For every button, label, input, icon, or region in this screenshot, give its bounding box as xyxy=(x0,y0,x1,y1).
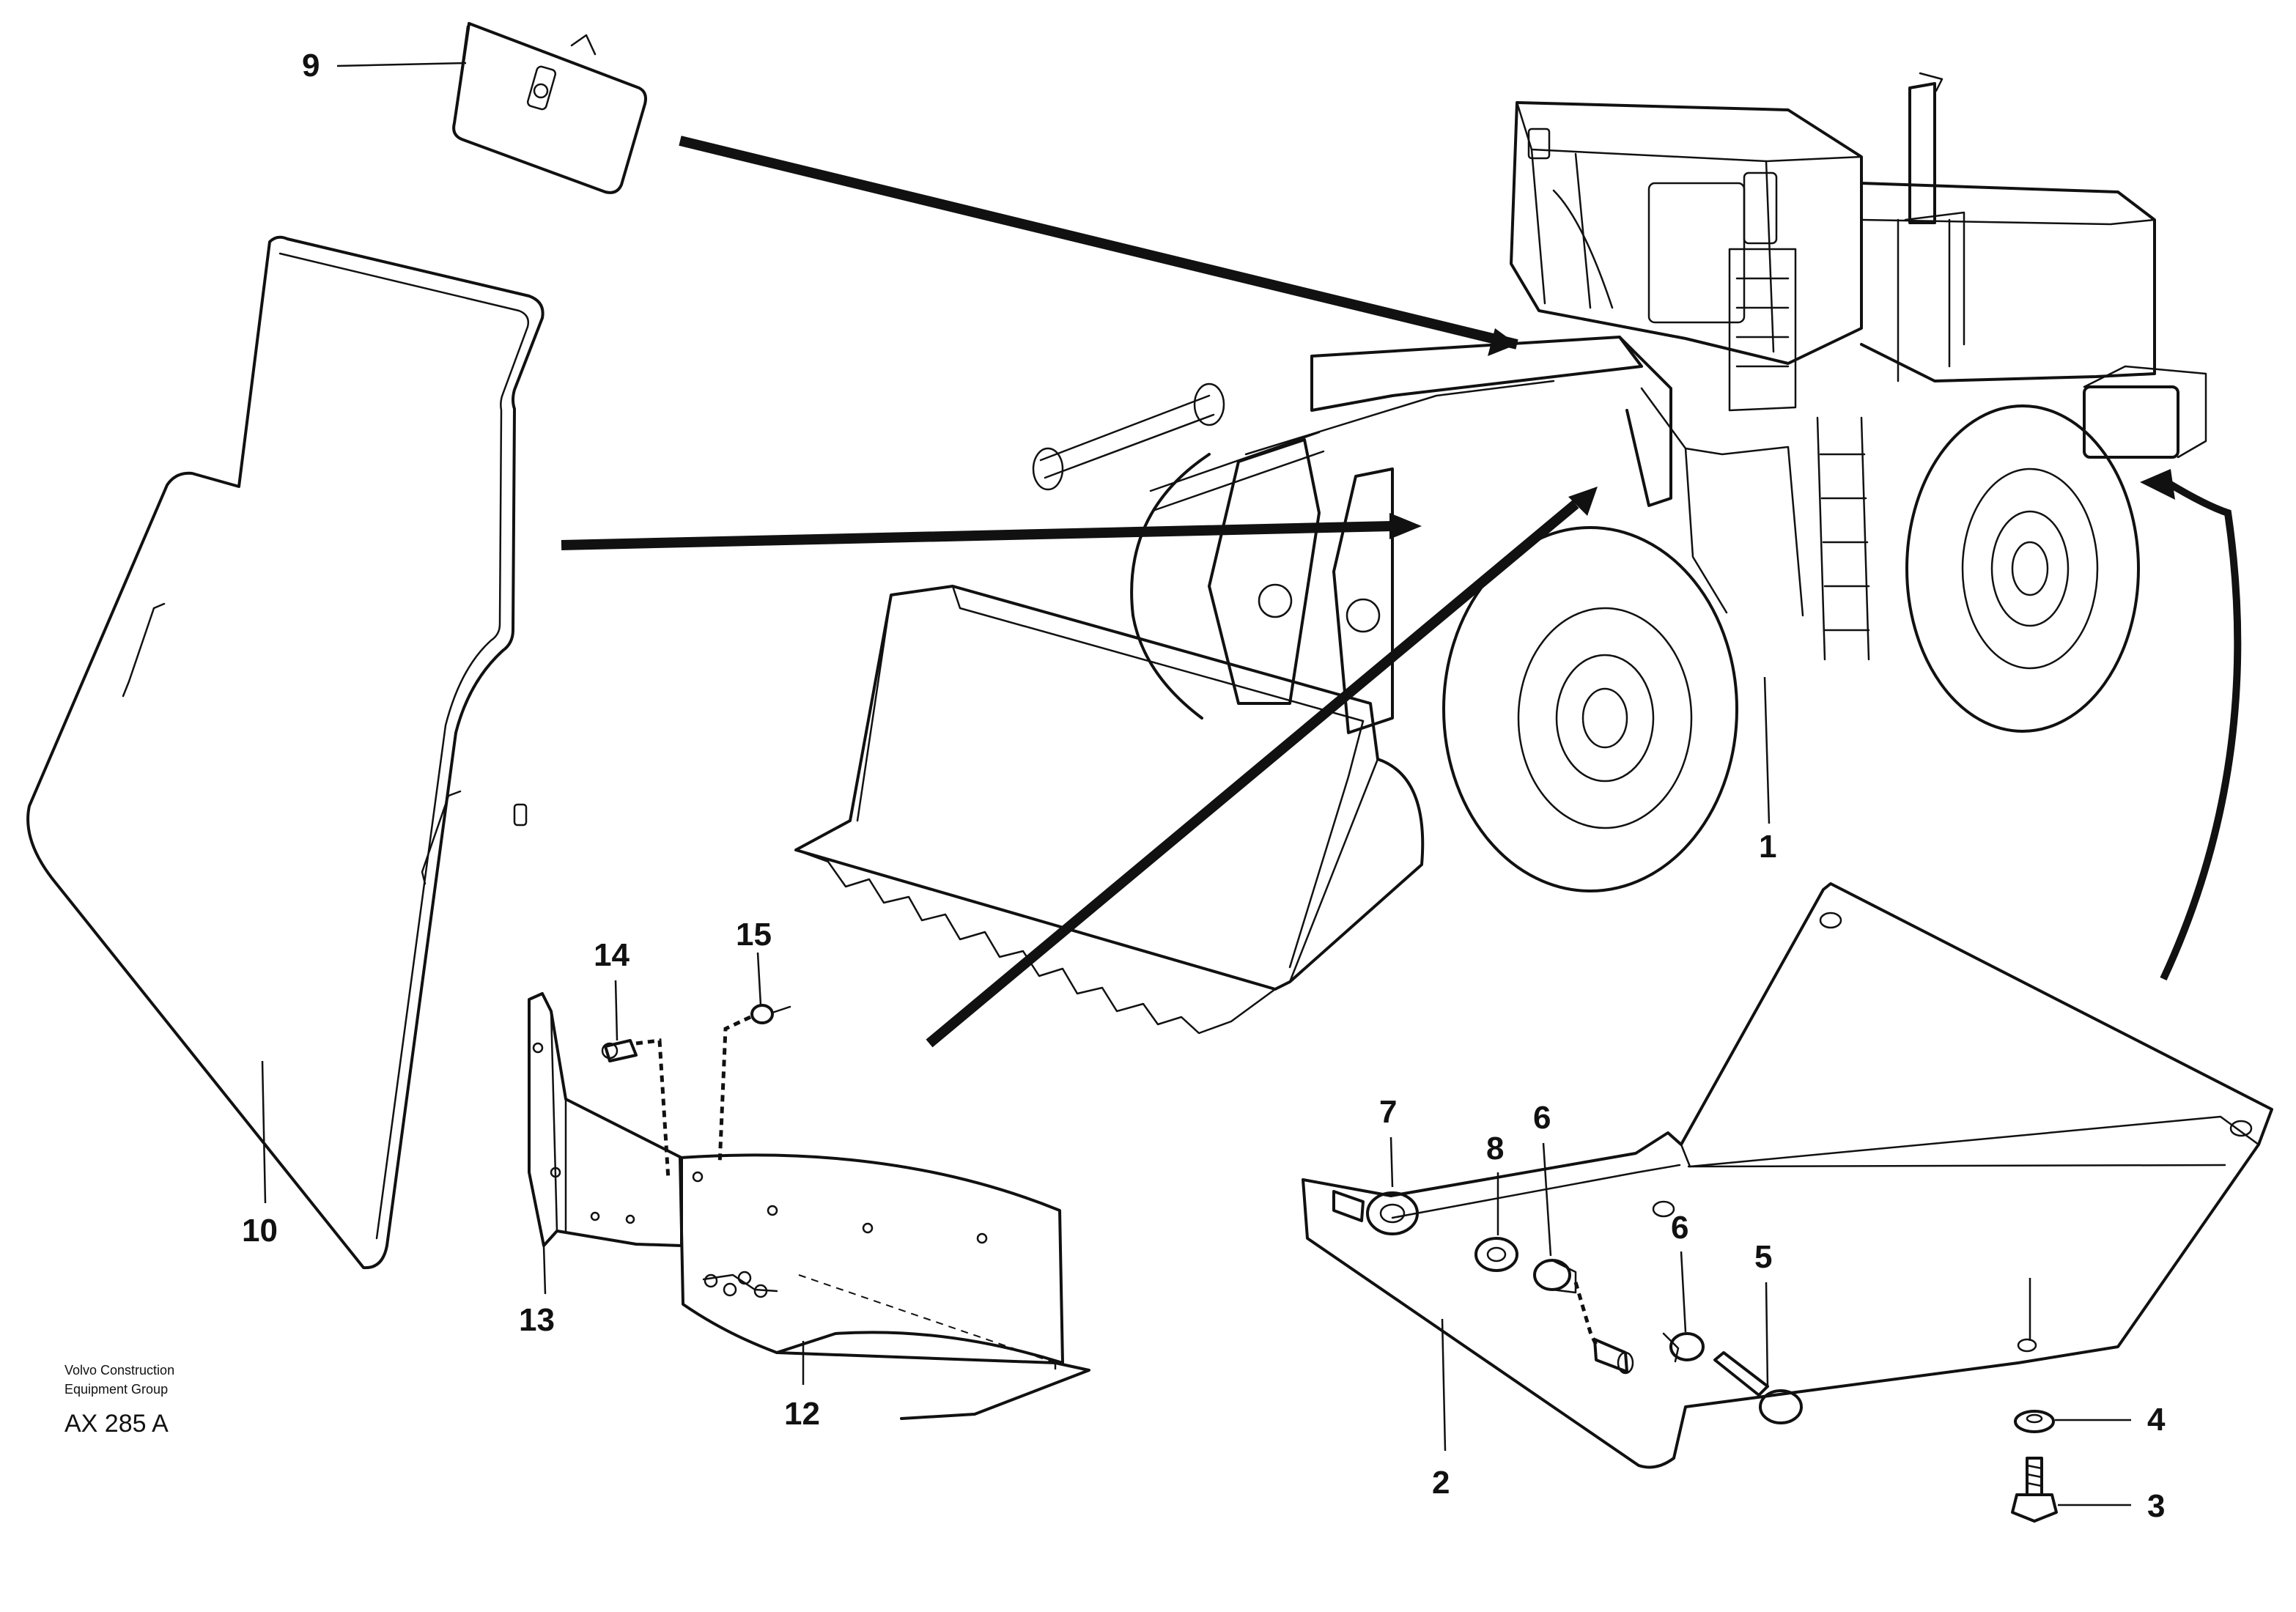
callout-14: 14 xyxy=(594,937,630,973)
drawing-code: AX 285 A xyxy=(64,1410,169,1438)
caption-line-2: Equipment Group xyxy=(64,1382,168,1397)
callout-13: 13 xyxy=(519,1302,555,1338)
side-panel-part xyxy=(26,235,545,1270)
caption-block: Volvo Construction Equipment Group AX 28… xyxy=(64,1363,174,1438)
fasteners-group xyxy=(1332,1136,1803,1424)
bracket-panel-part xyxy=(528,952,1090,1420)
callout-7: 7 xyxy=(1379,1094,1397,1130)
wheel-loader-part xyxy=(794,72,2207,1035)
callout-10: 10 xyxy=(242,1213,278,1249)
guard-plate-part xyxy=(1302,882,2273,1469)
callout-labels: 1 2 3 4 5 6 6 7 8 9 10 12 13 14 15 xyxy=(242,48,2166,1524)
callout-5: 5 xyxy=(1754,1239,1772,1275)
caption-line-1: Volvo Construction xyxy=(64,1363,174,1378)
callout-9: 9 xyxy=(302,48,320,84)
callout-8: 8 xyxy=(1486,1131,1504,1167)
callout-4: 4 xyxy=(2147,1402,2166,1438)
callout-6a: 6 xyxy=(1533,1100,1551,1136)
callout-1: 1 xyxy=(1759,829,1776,865)
callout-6b: 6 xyxy=(1671,1210,1688,1246)
callout-12: 12 xyxy=(784,1396,820,1432)
callout-2: 2 xyxy=(1432,1465,1450,1501)
callout-15: 15 xyxy=(736,917,772,953)
bolt-washer-lower xyxy=(2011,1410,2131,1523)
pointer-arrows xyxy=(561,136,2242,1048)
mirror-part xyxy=(452,22,647,194)
callout-3: 3 xyxy=(2147,1488,2165,1524)
